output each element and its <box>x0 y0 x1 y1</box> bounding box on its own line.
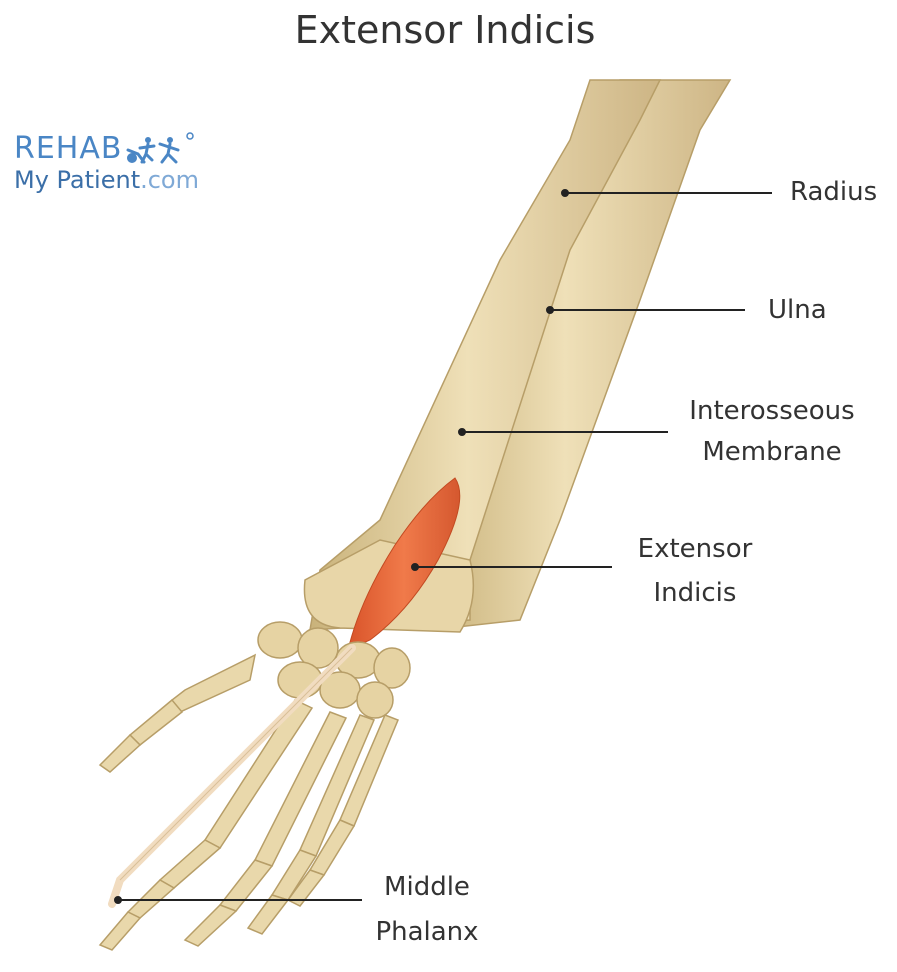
label-ulna: Ulna <box>768 293 827 327</box>
label-extensor-line2: Indicis <box>620 576 770 610</box>
label-interosseous-line1: Interosseous <box>672 394 872 428</box>
label-middle-line1: Middle <box>362 870 492 904</box>
label-radius: Radius <box>790 175 877 209</box>
label-interosseous-line2: Membrane <box>672 435 872 469</box>
label-middle-line2: Phalanx <box>362 915 492 949</box>
label-extensor-line1: Extensor <box>620 532 770 566</box>
